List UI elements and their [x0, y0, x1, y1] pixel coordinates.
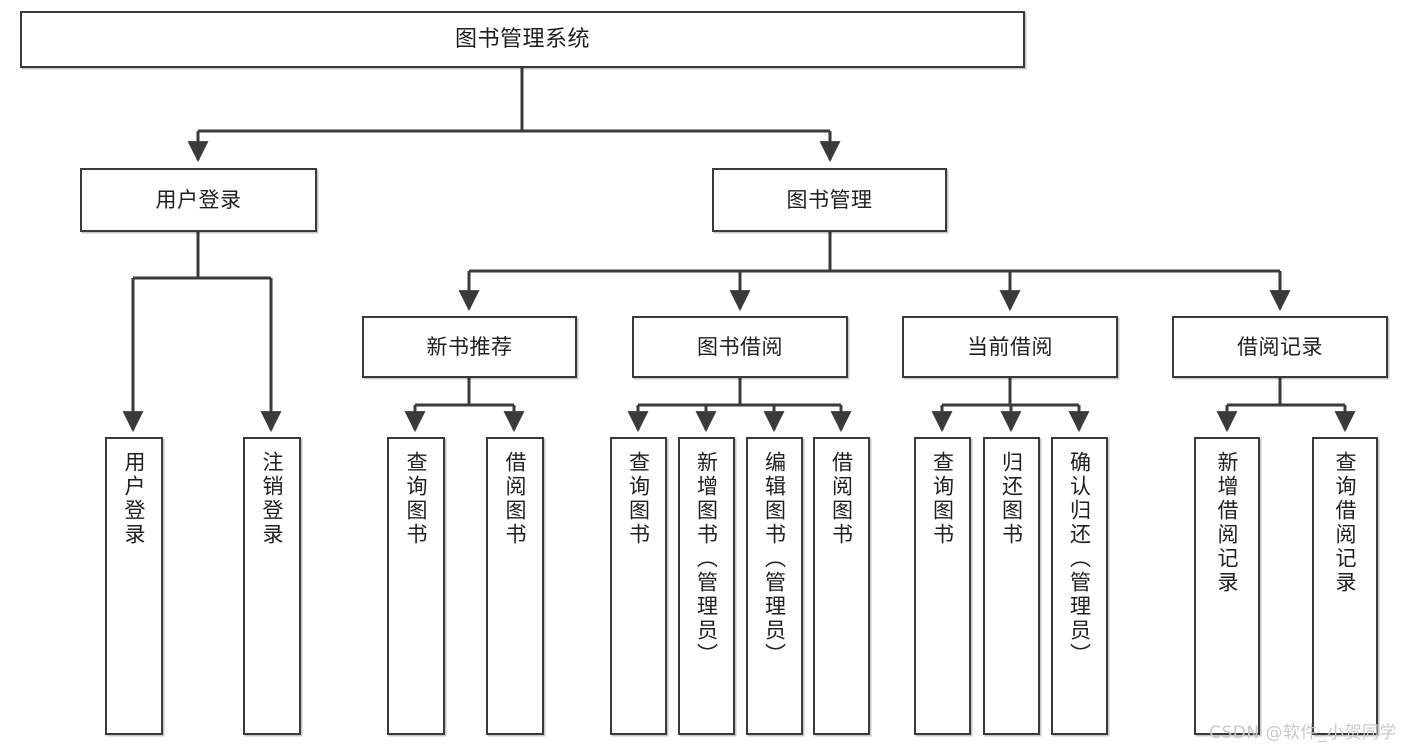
node-root-label: 图书管理系统 [454, 26, 590, 52]
leaf-label: 确认归还（管理员） [1067, 451, 1092, 667]
leaf-borrow-record-query[interactable]: 查询借阅记录 [1312, 437, 1378, 735]
leaf-label: 查询图书 [404, 451, 429, 547]
node-current-borrow-label: 当前借阅 [967, 334, 1053, 359]
leaf-current-borrow-confirm[interactable]: 确认归还（管理员） [1051, 437, 1108, 735]
leaf-label: 新增图书（管理员） [694, 451, 719, 667]
leaf-label: 注销登录 [260, 451, 285, 547]
leaf-borrow-record-add[interactable]: 新增借阅记录 [1194, 437, 1260, 735]
leaf-label: 编辑图书（管理员） [762, 451, 787, 667]
node-borrow-record[interactable]: 借阅记录 [1172, 316, 1388, 378]
node-user-login-label: 用户登录 [155, 187, 242, 212]
leaf-label: 查询图书 [930, 451, 955, 547]
leaf-current-borrow-query[interactable]: 查询图书 [914, 437, 971, 735]
node-book-borrow-label: 图书借阅 [697, 334, 783, 359]
node-user-login[interactable]: 用户登录 [80, 168, 317, 232]
node-book-management[interactable]: 图书管理 [712, 168, 947, 232]
leaf-book-borrow-query[interactable]: 查询图书 [610, 437, 667, 735]
leaf-current-borrow-return[interactable]: 归还图书 [983, 437, 1040, 735]
node-new-book-recommend[interactable]: 新书推荐 [362, 316, 577, 378]
node-book-borrow[interactable]: 图书借阅 [632, 316, 848, 378]
node-current-borrow[interactable]: 当前借阅 [902, 316, 1118, 378]
leaf-label: 用户登录 [122, 451, 147, 547]
leaf-new-book-borrow[interactable]: 借阅图书 [486, 437, 544, 735]
node-borrow-record-label: 借阅记录 [1237, 334, 1323, 359]
node-book-management-label: 图书管理 [786, 187, 873, 212]
leaf-user-login-logout[interactable]: 注销登录 [243, 437, 301, 735]
leaf-user-login-login[interactable]: 用户登录 [105, 437, 163, 735]
node-new-book-recommend-label: 新书推荐 [426, 334, 513, 359]
leaf-label: 借阅图书 [829, 451, 854, 547]
leaf-book-borrow-borrow[interactable]: 借阅图书 [813, 437, 870, 735]
leaf-new-book-query[interactable]: 查询图书 [387, 437, 445, 735]
leaf-label: 新增借阅记录 [1215, 451, 1240, 595]
watermark: CSDN @软件_小贺同学 [1209, 723, 1397, 743]
leaf-label: 借阅图书 [503, 451, 528, 547]
leaf-label: 查询借阅记录 [1333, 451, 1358, 595]
node-root[interactable]: 图书管理系统 [20, 11, 1025, 68]
leaf-label: 归还图书 [999, 451, 1024, 547]
leaf-book-borrow-add[interactable]: 新增图书（管理员） [678, 437, 735, 735]
leaf-book-borrow-edit[interactable]: 编辑图书（管理员） [746, 437, 803, 735]
leaf-label: 查询图书 [626, 451, 651, 547]
